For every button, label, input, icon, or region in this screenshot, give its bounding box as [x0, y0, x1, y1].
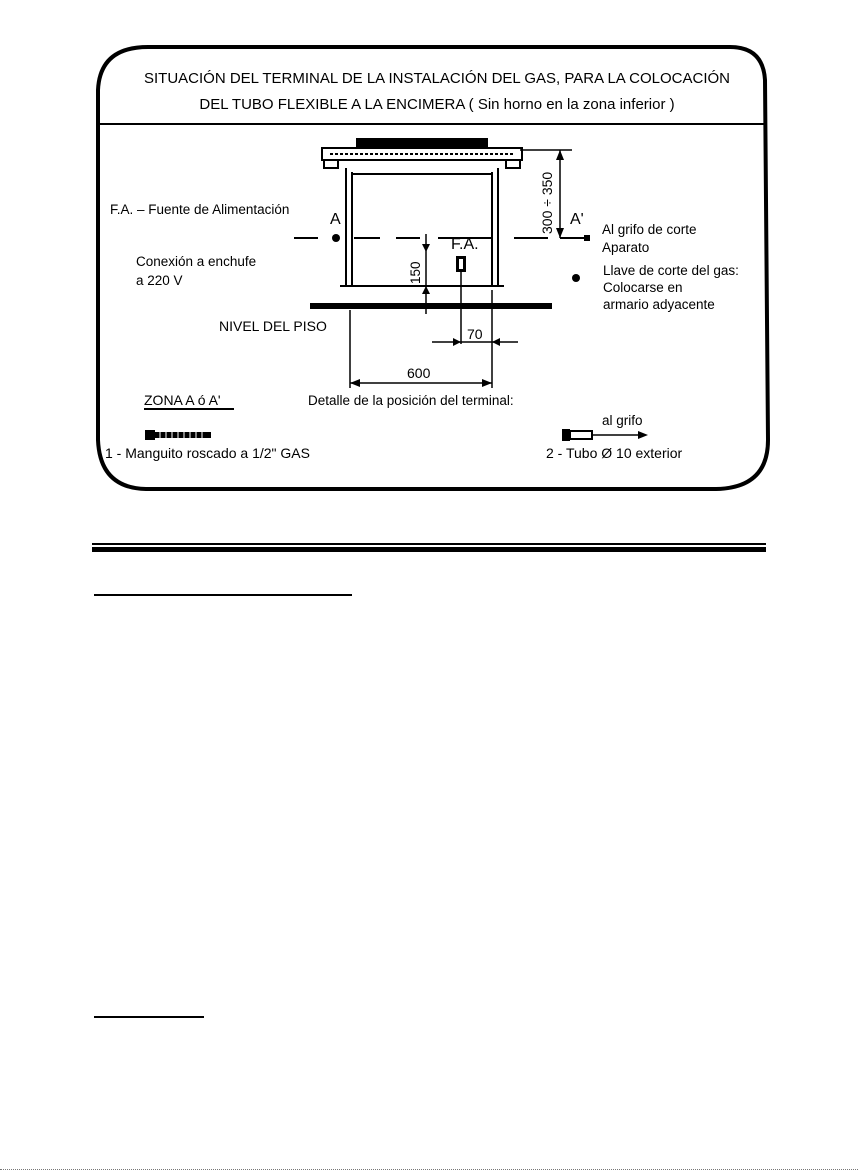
heading-underline-2 [94, 1016, 204, 1018]
llave-label-line-2: Colocarse en [603, 280, 683, 295]
diagram-frame [96, 45, 771, 491]
floor-level [310, 290, 552, 388]
power-outlet [456, 256, 466, 344]
dimension-150-label: 150 [408, 261, 423, 284]
dimension-70-label: 70 [467, 326, 483, 342]
tube-icon [562, 429, 648, 441]
llave-label-line-3: armario adyacente [603, 297, 715, 312]
section-divider [92, 543, 766, 552]
dimension-height-label: 300 ÷ 350 [539, 172, 555, 234]
fa-label: F.A. [451, 236, 479, 253]
threaded-sleeve-icon [145, 430, 211, 440]
zona-title: ZONA A ó A' [144, 392, 221, 408]
fa-full-label: F.A. – Fuente de Alimentación [110, 202, 289, 217]
detalle-caption: Detalle de la posición del terminal: [308, 393, 514, 408]
diagram-title-line-1: SITUACIÓN DEL TERMINAL DE LA INSTALACIÓN… [144, 70, 730, 87]
dimension-70: 70 [432, 326, 518, 346]
grifo-label-line-1: Al grifo de corte [602, 222, 697, 237]
part-2-label: 2 - Tubo Ø 10 exterior [546, 445, 683, 461]
diagram-title-line-2: DEL TUBO FLEXIBLE A LA ENCIMERA ( Sin ho… [199, 96, 674, 113]
point-a-prime-label: A' [570, 211, 584, 228]
conexion-label-line-2: a 220 V [136, 273, 183, 288]
gas-valve-icon [572, 274, 580, 282]
dimension-600: 600 [350, 365, 492, 387]
grifo-label-line-2: Aparato [602, 240, 649, 255]
llave-label-line-1: Llave de corte del gas: [603, 263, 739, 278]
dimension-height: 300 ÷ 350 [520, 149, 572, 238]
heading-underline-1 [94, 594, 352, 596]
zone-a-line [294, 234, 590, 242]
conexion-label-line-1: Conexión a enchufe [136, 254, 256, 269]
cooktop-top [321, 138, 523, 169]
al-grifo-label: al grifo [602, 413, 643, 428]
page-bottom-edge [0, 1169, 858, 1170]
point-a-label: A [330, 211, 341, 228]
dimension-600-label: 600 [407, 365, 431, 381]
installation-diagram: SITUACIÓN DEL TERMINAL DE LA INSTALACIÓN… [0, 0, 858, 520]
dimension-150: 150 [408, 234, 430, 314]
floor-level-label: NIVEL DEL PISO [219, 318, 327, 334]
part-1-label: 1 - Manguito roscado a 1/2" GAS [105, 445, 310, 461]
diagram-svg: SITUACIÓN DEL TERMINAL DE LA INSTALACIÓN… [96, 45, 771, 491]
cabinet [340, 168, 504, 287]
